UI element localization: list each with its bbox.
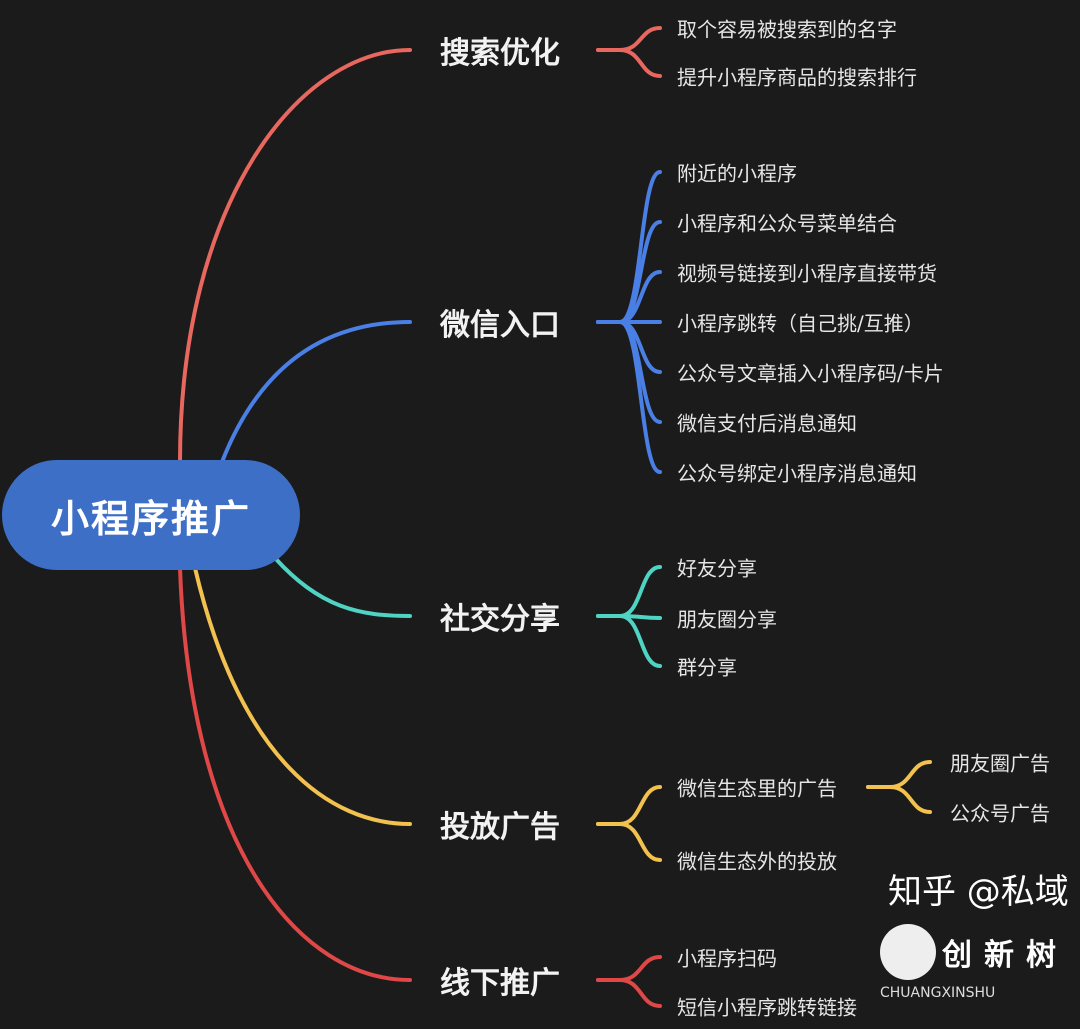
leaf-connector [596,978,662,1008]
branch-node: 线下推广 [440,966,560,1001]
leaf-node: 公众号绑定小程序消息通知 [677,461,917,486]
branch-connector [178,48,412,464]
logo-row: 创新树 [880,924,1076,980]
root-node: 小程序推广 [2,460,300,570]
branch-connector [178,566,412,982]
watermark-text: 知乎 @私域 [888,872,1069,912]
logo-wave-icon [880,924,936,980]
leaf-node: 视频号链接到小程序直接带货 [677,261,937,286]
branch-connector [193,566,412,826]
leaf-node: 小程序和公众号菜单结合 [677,211,897,236]
leaf-connector [596,48,662,78]
leaf-node: 微信支付后消息通知 [677,411,857,436]
branch-node: 投放广告 [440,810,560,845]
sub-leaf-node: 公众号广告 [950,801,1050,826]
leaf-connector [596,822,662,862]
leaf-node: 公众号文章插入小程序码/卡片 [677,361,944,386]
leaf-node: 朋友圈分享 [677,607,777,632]
leaf-node: 小程序扫码 [677,946,777,971]
branch-connector [273,556,412,618]
leaf-node: 群分享 [677,655,737,680]
leaf-node: 取个容易被搜索到的名字 [677,17,897,42]
branch-node: 搜索优化 [440,36,560,71]
leaf-node: 短信小程序跳转链接 [677,995,857,1020]
leaf-connector [596,320,662,474]
logo-en: CHUANGXINSHU [880,985,996,1001]
branch-node: 社交分享 [440,602,560,637]
leaf-connector [596,170,662,324]
leaf-node: 提升小程序商品的搜索排行 [677,65,917,90]
sub-leaf-node: 朋友圈广告 [950,751,1050,776]
sub-leaf-connector [866,760,932,789]
leaf-connector [596,955,662,982]
leaf-node: 好友分享 [677,556,757,581]
leaf-connector [596,565,662,618]
branch-node: 微信入口 [440,308,560,343]
branch-connector [220,320,412,464]
leaf-node: 附近的小程序 [677,161,797,186]
leaf-node: 微信生态外的投放 [677,849,837,874]
sub-leaf-connector [866,785,932,814]
leaf-node: 微信生态里的广告 [677,776,837,801]
leaf-node: 小程序跳转（自己挑/互推） [677,311,924,336]
leaf-connector [596,785,662,826]
leaf-connector [596,614,662,668]
logo-cn: 创新树 [942,938,1068,973]
leaf-connector [596,26,662,52]
watermark-logo: 创新树 CHUANGXINSHU [880,924,1076,1002]
